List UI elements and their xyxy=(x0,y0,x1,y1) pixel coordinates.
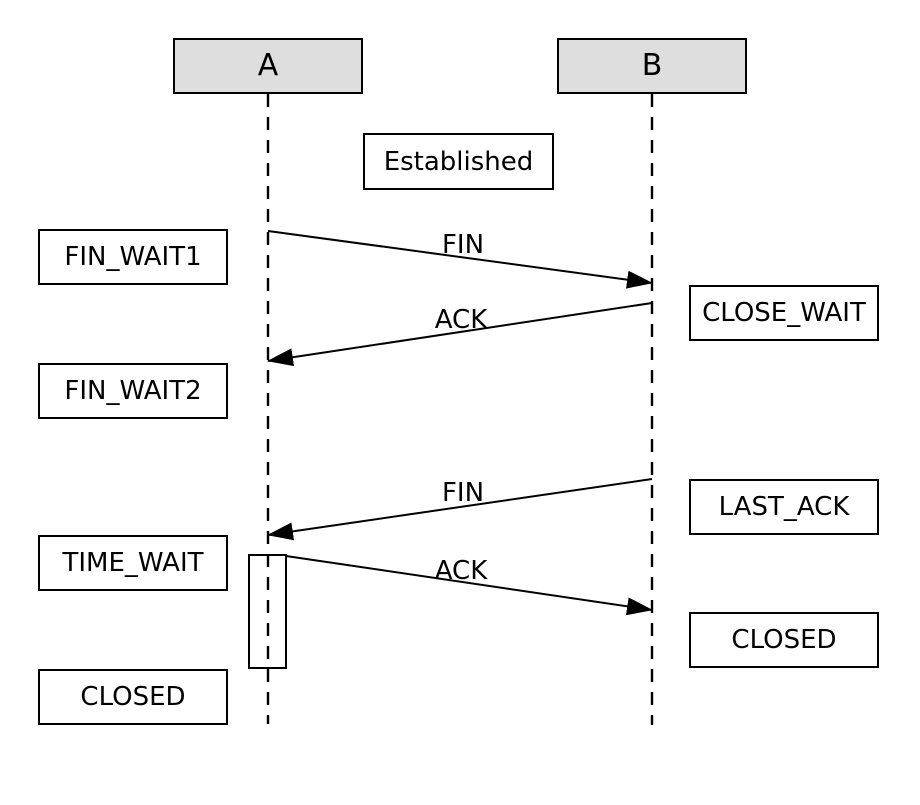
activation-bar xyxy=(248,554,287,669)
actor-box-a: A xyxy=(173,38,363,94)
state-box-established: Established xyxy=(363,133,554,190)
message-label-ack-1: ACK xyxy=(434,305,488,335)
state-box-fin-wait2: FIN_WAIT2 xyxy=(38,363,228,419)
state-box-closed-a: CLOSED xyxy=(38,669,228,725)
message-arrow-ack-2 xyxy=(285,555,653,616)
state-box-fin-wait1: FIN_WAIT1 xyxy=(38,229,228,285)
actor-box-b: B xyxy=(557,38,747,94)
message-label-ack-2: ACK xyxy=(434,556,488,586)
message-arrow-ack-1 xyxy=(267,302,653,367)
message-arrow-fin-1 xyxy=(267,230,653,289)
message-arrow-fin-2 xyxy=(267,478,653,541)
state-box-last-ack: LAST_ACK xyxy=(689,479,879,535)
message-label-fin-1: FIN xyxy=(441,230,485,260)
state-box-time-wait: TIME_WAIT xyxy=(38,535,228,591)
state-box-close-wait: CLOSE_WAIT xyxy=(689,285,879,341)
message-label-fin-2: FIN xyxy=(441,478,485,508)
state-box-closed-b: CLOSED xyxy=(689,612,879,668)
